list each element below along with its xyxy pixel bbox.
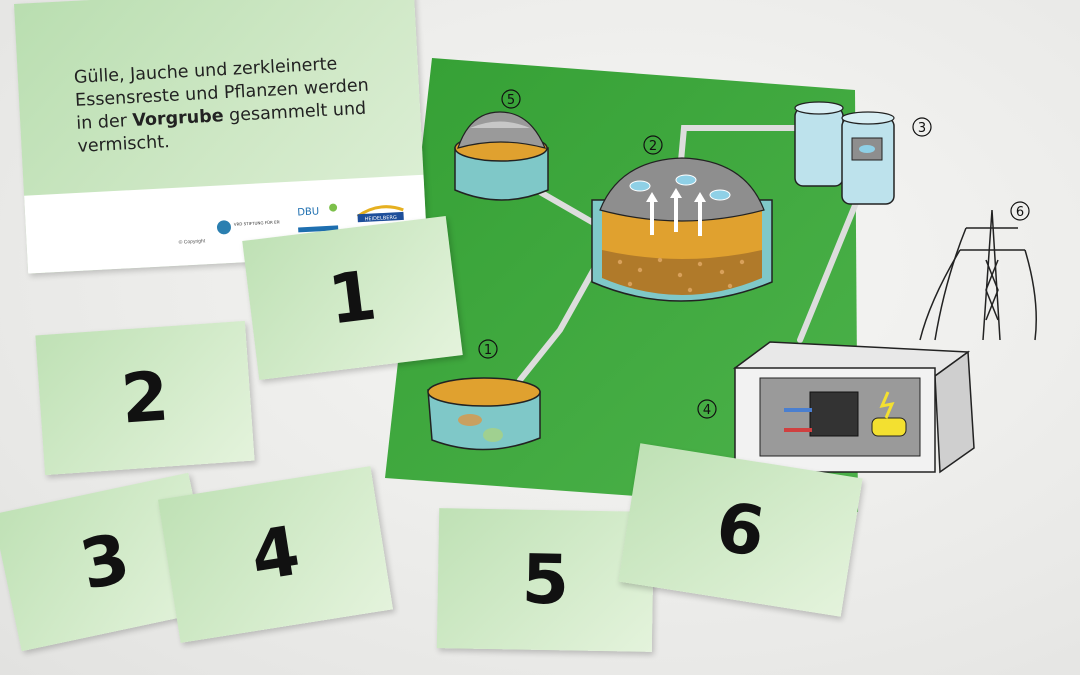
fermenter-2: [591, 157, 773, 302]
number-card-value: 5: [521, 540, 570, 620]
number-card-value: 1: [324, 255, 381, 341]
svg-text:4: 4: [703, 403, 711, 418]
chp-unit-4: [732, 341, 975, 474]
info-keyword: Vorgrube: [131, 106, 225, 131]
svg-text:6: 6: [1016, 205, 1024, 220]
svg-text:5: 5: [507, 93, 515, 108]
vrd-logo: VRD STIFTUNG FÜR ERNEUERBARE ENERGIEN: [216, 217, 281, 235]
poster-label-6: 6: [1010, 201, 1030, 221]
number-card-1[interactable]: 1: [242, 216, 463, 380]
svg-text:VRD STIFTUNG FÜR ERNEUERBARE E: VRD STIFTUNG FÜR ERNEUERBARE ENERGIEN: [234, 217, 281, 227]
poster-label-2: 2: [643, 135, 663, 155]
poster-label-4: 4: [697, 399, 717, 419]
info-text: Gülle, Jauche und zerkleinerte Essensres…: [73, 50, 397, 159]
poster-label-1: 1: [478, 339, 498, 359]
info-card: Gülle, Jauche und zerkleinerte Essensres…: [14, 0, 428, 274]
poster-labels: 5 2 3 6 1 4: [478, 89, 1030, 419]
pre-pit-1: [427, 377, 541, 451]
svg-text:3: 3: [918, 121, 926, 136]
power-pylon-6: [919, 209, 1037, 341]
info-line-3-start: in der: [75, 110, 133, 134]
number-card-value: 4: [245, 511, 306, 598]
heidelberg-logo: HEIDELBERG: [356, 205, 404, 223]
number-card-2[interactable]: 2: [35, 320, 255, 476]
number-card-value: 6: [710, 487, 771, 573]
svg-text:HEIDELBERG: HEIDELBERG: [365, 215, 398, 223]
copyright-note: © Copyright: [178, 238, 206, 246]
pipes: [517, 125, 861, 383]
logo-strip: © Copyright VRD STIFTUNG FÜR ERNEUERBARE…: [24, 174, 428, 274]
storage-tank-5: [454, 111, 549, 201]
svg-text:2: 2: [649, 139, 657, 154]
gas-storage-3: [794, 101, 895, 205]
number-card-value: 2: [118, 356, 172, 440]
svg-text:DBU: DBU: [297, 206, 319, 218]
number-card-value: 3: [73, 518, 137, 606]
poster-label-3: 3: [912, 117, 932, 137]
svg-text:1: 1: [484, 343, 492, 358]
poster-label-5: 5: [501, 89, 521, 109]
